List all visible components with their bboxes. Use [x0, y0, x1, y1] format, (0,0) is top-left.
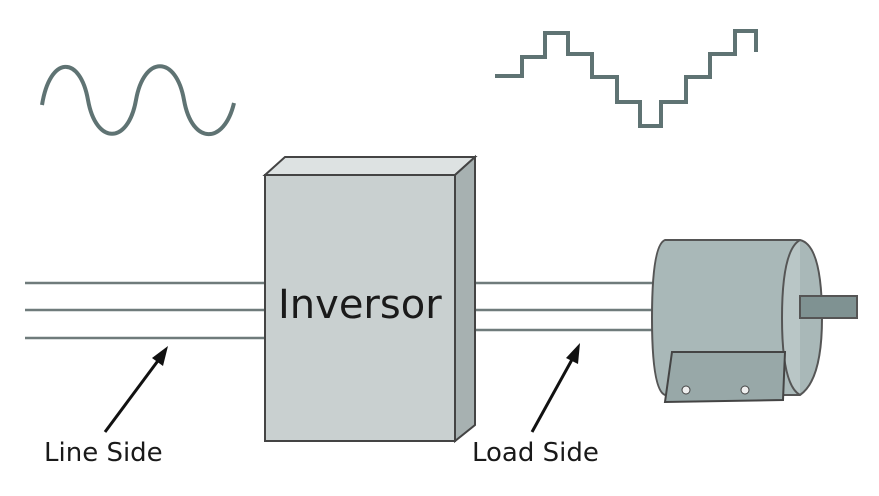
load-side-label: Load Side [472, 438, 599, 468]
line-side-arrow [103, 346, 168, 433]
stepped-wave-icon [495, 29, 758, 128]
line-side-wires [25, 281, 266, 340]
load-side-arrow [530, 343, 580, 433]
line-side-label: Line Side [44, 438, 163, 468]
inverter-label: Inversor [278, 282, 442, 328]
inverter-box [262, 154, 478, 444]
sine-wave-icon [40, 64, 236, 136]
motor-icon [650, 239, 858, 404]
load-side-wires [476, 281, 655, 332]
